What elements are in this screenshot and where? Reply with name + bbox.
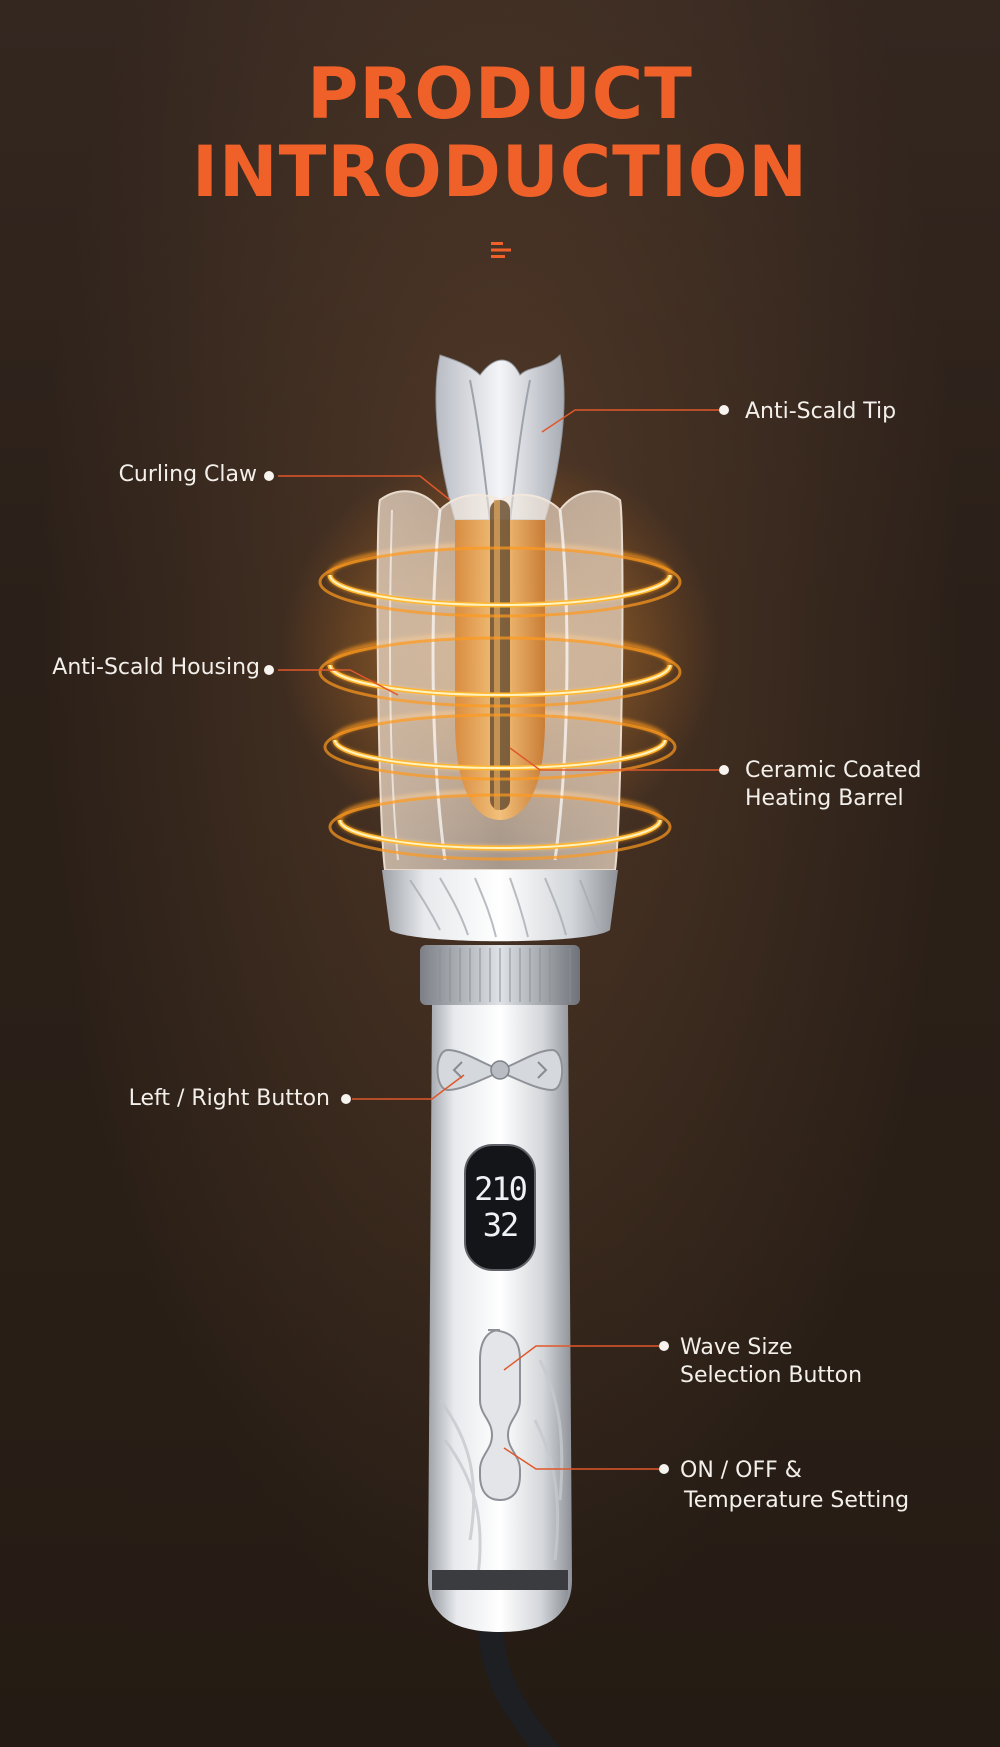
callout-dot-on-off <box>659 1464 669 1474</box>
label-on-off-line-2: Temperature Setting <box>684 1488 910 1513</box>
label-curling-claw: Curling Claw <box>118 462 257 487</box>
label-anti-scald-housing: Anti-Scald Housing <box>52 655 260 680</box>
label-left-right-button: Left / Right Button <box>128 1086 330 1111</box>
callout-dot-anti-scald-tip <box>719 405 729 415</box>
left-right-buttons-graphic <box>436 1048 564 1092</box>
label-wave-size-line-2: Selection Button <box>680 1363 863 1388</box>
callout-dot-left-right-button <box>341 1094 351 1104</box>
title-line-2: INTRODUCTION <box>192 131 808 213</box>
callout-dot-wave-size <box>659 1341 669 1351</box>
label-anti-scald-tip: Anti-Scald Tip <box>745 399 897 424</box>
label-on-off-line-1: ON / OFF & <box>680 1458 802 1483</box>
callout-dot-anti-scald-housing <box>264 665 274 675</box>
label-wave-size-line-1: Wave Size <box>680 1335 793 1360</box>
callout-dot-ceramic-barrel <box>719 765 729 775</box>
display-temperature: 210 <box>474 1170 528 1208</box>
label-ceramic-barrel-line-2: Heating Barrel <box>745 786 904 811</box>
callout-dot-curling-claw <box>264 471 274 481</box>
title-line-1: PRODUCT <box>307 53 693 135</box>
menu-lines-icon <box>491 242 511 258</box>
page-title: PRODUCT INTRODUCTION <box>0 55 1000 211</box>
label-ceramic-barrel-line-1: Ceramic Coated <box>745 758 922 783</box>
display-wave-size: 32 <box>482 1206 520 1244</box>
